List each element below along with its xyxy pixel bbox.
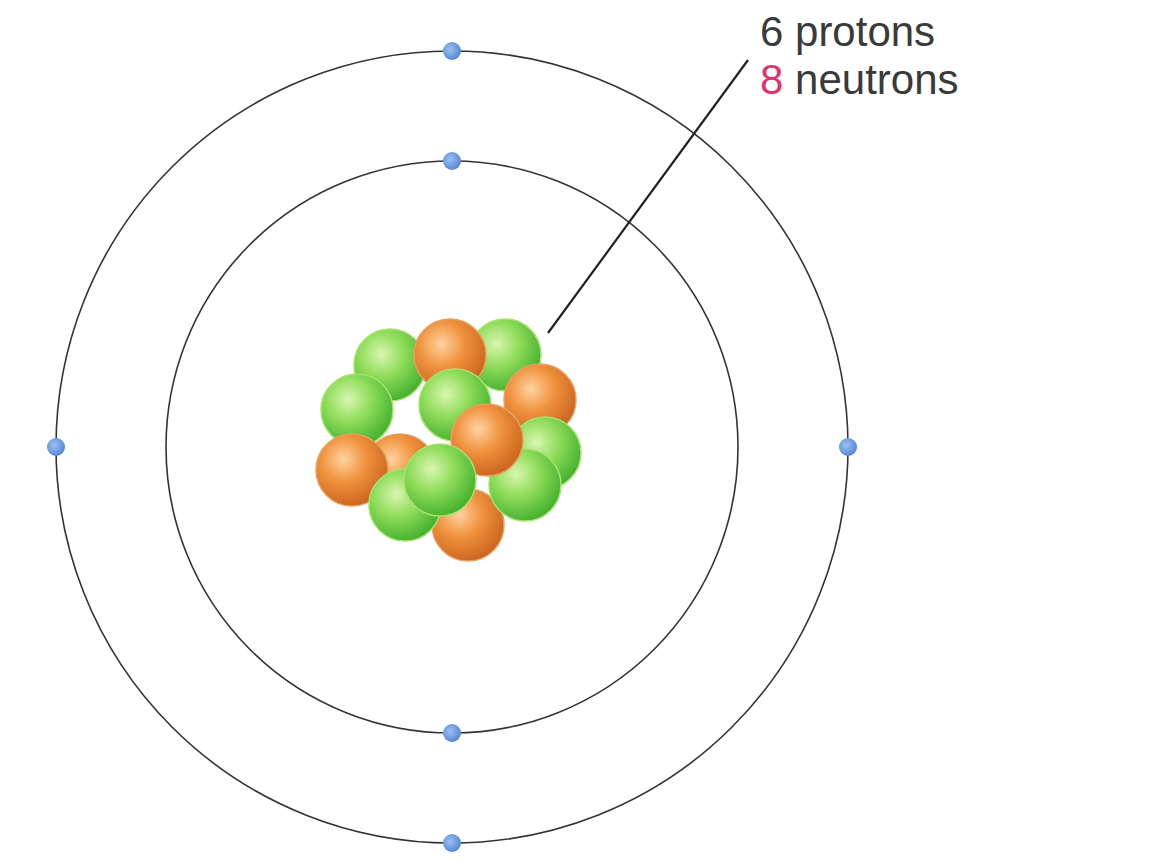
count-number: 8 [760,56,783,103]
electrons [47,42,857,852]
outer-shell [56,51,848,843]
leader-line [548,60,748,333]
part-label: 6 protons [760,8,935,55]
inner-shell [166,161,738,733]
part-label: neutrons [795,56,958,103]
nucleus [316,319,581,561]
label-line: 8 neutrons [760,56,959,104]
label-line: 6 protons [760,8,935,56]
